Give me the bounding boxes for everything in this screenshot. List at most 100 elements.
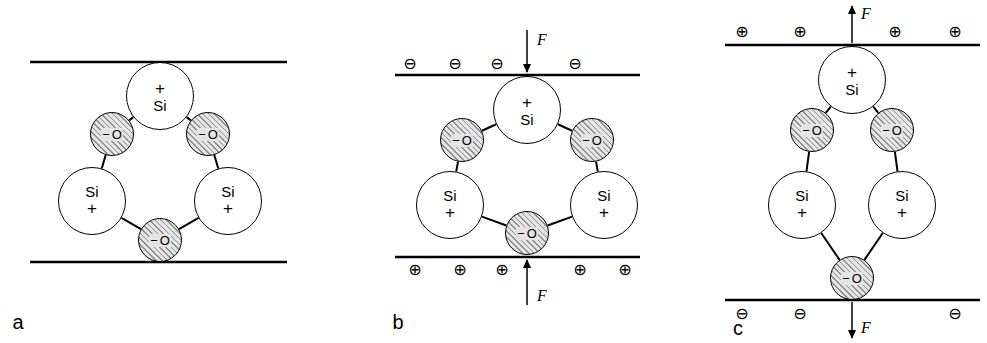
oxygen-atom: O− [186,112,230,156]
bond-line [806,152,809,171]
charge-sign: ⊕ [617,262,632,278]
charge-sign: ⊕ [407,262,422,278]
charge-sign: − [149,234,159,247]
element-symbol: Si [85,184,98,199]
charge-sign: ⊖ [447,56,462,72]
bond-line [121,218,140,229]
silicon-atom: Si+ [493,76,561,144]
element-symbol: O [891,124,903,137]
bond-line [821,233,839,260]
charge-sign: ⊖ [734,306,749,322]
electrode-plate [395,74,640,77]
charge-sign: ⊕ [734,24,749,40]
oxygen-atom: O− [570,118,614,162]
bond-line [102,155,106,168]
charge-sign: ⊖ [792,306,807,322]
charge-sign: + [155,80,165,97]
force-arrow [851,6,853,43]
charge-sign: ⊕ [947,24,962,40]
force-label: F [860,320,872,336]
silicon-atom: Si+ [194,167,262,235]
bond-line [179,218,198,229]
charge-sign: ⊕ [792,24,807,40]
element-symbol: O [207,128,219,141]
panel-letter: a [11,312,24,332]
oxygen-atom: O− [138,218,182,262]
silicon-atom: Si+ [126,62,194,130]
charge-sign: ⊖ [489,56,504,72]
charge-sign: − [801,124,811,137]
bond-line [596,162,598,172]
oxygen-atom: O− [505,211,549,255]
charge-sign: ⊖ [402,56,417,72]
element-symbol: O [461,134,473,147]
force-label: F [860,6,872,22]
charge-sign: − [841,272,851,285]
bond-line [214,155,218,168]
charge-sign: − [101,128,111,141]
oxygen-atom: O− [790,108,834,152]
panel-letter: b [391,312,404,332]
element-symbol: Si [597,188,610,203]
charge-sign: − [581,134,591,147]
element-symbol: Si [153,98,166,113]
oxygen-atom: O− [440,118,484,162]
charge-sign: + [897,204,907,221]
silicon-atom: Si+ [416,171,484,239]
bond-line [864,233,882,260]
charge-sign: + [847,64,857,81]
force-label: F [536,288,548,304]
element-symbol: O [111,128,123,141]
charge-sign: + [797,204,807,221]
charge-sign: + [445,204,455,221]
bond-line [482,124,496,131]
oxygen-atom: O− [90,112,134,156]
charge-sign: + [599,204,609,221]
charge-sign: + [223,200,233,217]
bond-line [558,124,572,131]
silicon-atom: Si+ [818,46,886,114]
silicon-atom: Si+ [570,171,638,239]
charge-sign: ⊕ [494,262,509,278]
silicon-atom: Si+ [58,167,126,235]
silicon-atom: Si+ [868,171,936,239]
charge-sign: ⊕ [572,262,587,278]
electrode-plate [395,256,640,259]
element-symbol: Si [795,188,808,203]
charge-sign: + [87,200,97,217]
bond-line [129,117,133,120]
electrode-plates [30,45,980,300]
force-arrow [851,302,853,338]
element-symbol: O [526,227,538,240]
bond-line [482,217,506,226]
element-symbol: Si [845,82,858,97]
charge-sign: + [522,94,532,111]
element-symbol: Si [520,112,533,127]
force-arrow [526,30,528,72]
element-symbol: Si [221,184,234,199]
element-symbol: O [811,124,823,137]
charge-sign: ⊕ [887,24,902,40]
element-symbol: Si [895,188,908,203]
charge-sign: − [197,128,207,141]
charge-sign: − [516,227,526,240]
silicon-atom: Si+ [768,171,836,239]
bond-line [456,162,458,172]
charge-sign: − [881,124,891,137]
bond-line [826,107,831,113]
charge-sign: − [451,134,461,147]
bond-line [548,217,572,226]
element-symbol: O [591,134,603,147]
bond-line [895,152,898,171]
force-arrow [526,260,528,305]
oxygen-atom: O− [870,108,914,152]
oxygen-atom: O− [830,256,874,300]
charge-sign: ⊖ [947,306,962,322]
charge-sign: ⊖ [567,56,582,72]
charge-sign: ⊕ [452,262,467,278]
force-arrows [527,6,852,338]
element-symbol: O [851,272,863,285]
force-label: F [536,32,548,48]
element-symbol: Si [443,188,456,203]
